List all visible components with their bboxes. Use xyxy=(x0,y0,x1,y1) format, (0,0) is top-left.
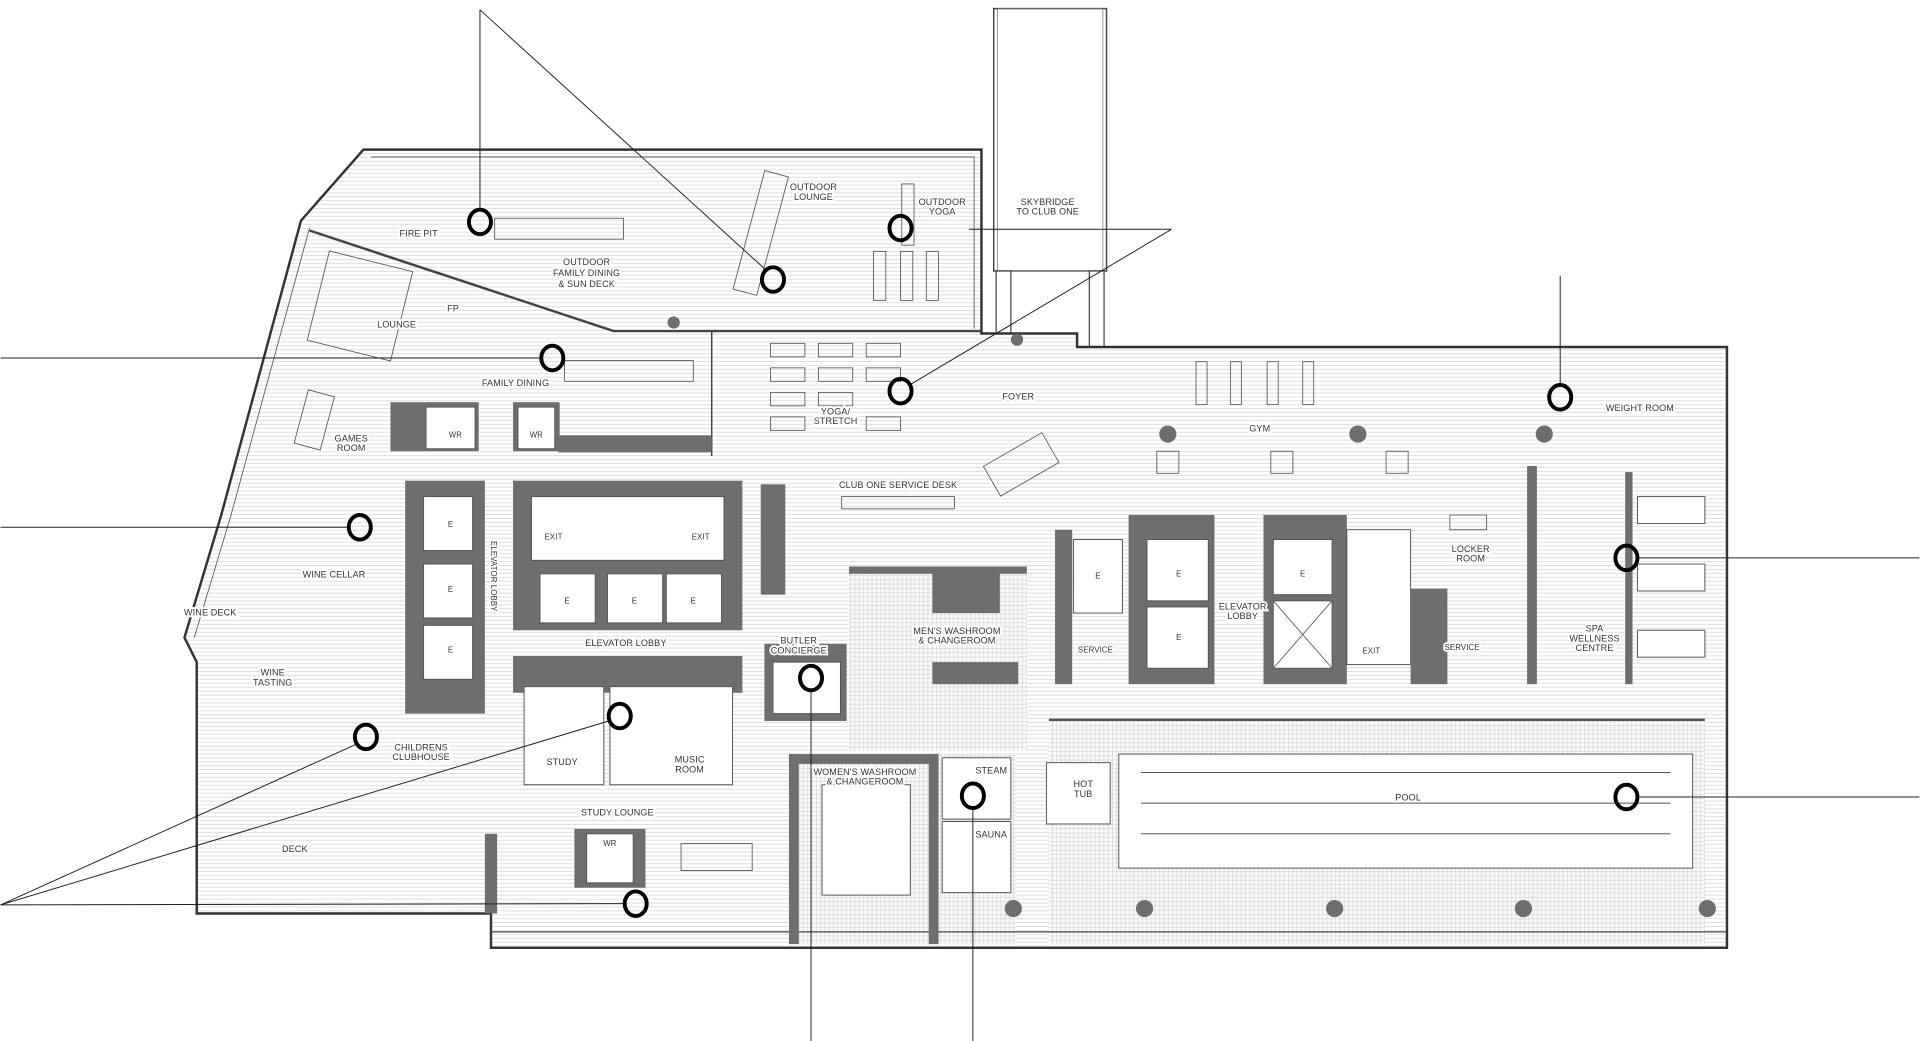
label-spa: CENTRE xyxy=(1576,643,1614,653)
pool-area xyxy=(1045,753,1694,869)
label-study: STUDY xyxy=(546,757,577,767)
viewpoint-marker-study-lounge[interactable] xyxy=(622,889,649,918)
viewpoint-marker-weight-room[interactable] xyxy=(1547,383,1574,412)
label-wine-tasting: TASTING xyxy=(253,677,292,687)
label-childrens-clubhouse: CHILDRENS xyxy=(394,742,447,752)
label-fire-pit: FIRE PIT xyxy=(400,229,439,239)
label-gym: GYM xyxy=(1249,424,1270,434)
label-games-room: GAMES xyxy=(335,433,368,443)
viewpoint-markers xyxy=(346,207,1640,918)
viewpoint-marker-outdoor-yoga[interactable] xyxy=(887,213,914,243)
label-skybridge: TO CLUB ONE xyxy=(1016,207,1079,217)
label-elevator: E xyxy=(1300,569,1305,578)
gym-equipment xyxy=(1156,361,1409,474)
label-butler-concierge: CONCIERGE xyxy=(771,646,827,656)
label-womens-washroom: WOMEN'S WASHROOM xyxy=(813,767,916,777)
viewpoint-marker-wine-cellar[interactable] xyxy=(346,513,373,542)
label-elevator-lobby-vertical: ELEVATOR LOBBY xyxy=(489,541,498,612)
label-mens-washroom: MEN'S WASHROOM xyxy=(913,626,1000,636)
label-elevator: E xyxy=(632,596,637,605)
label-outdoor-family-dining: OUTDOOR xyxy=(563,257,611,267)
label-club-one-service-desk: CLUB ONE SERVICE DESK xyxy=(839,480,957,490)
label-hot-tub: TUB xyxy=(1074,789,1093,799)
label-washroom: WR xyxy=(603,839,617,848)
label-foyer: FOYER xyxy=(1002,392,1034,402)
label-exit: EXIT xyxy=(692,533,710,542)
label-elevator: E xyxy=(564,596,569,605)
furniture xyxy=(293,170,1488,871)
label-washroom: WR xyxy=(530,431,544,440)
label-elevator: E xyxy=(448,520,453,529)
walls xyxy=(390,402,1706,945)
label-butler-concierge: BUTLER xyxy=(781,636,818,646)
label-spa: SPA xyxy=(1586,623,1605,633)
label-family-dining: FAMILY DINING xyxy=(482,378,549,388)
label-elevator: E xyxy=(448,645,453,654)
label-mens-washroom: & CHANGEROOM xyxy=(918,636,995,646)
label-outdoor-lounge: LOUNGE xyxy=(794,192,833,202)
label-steam: STEAM xyxy=(975,766,1007,776)
viewpoint-marker-pool[interactable] xyxy=(1613,782,1640,812)
label-yoga-stretch: STRETCH xyxy=(814,416,858,426)
label-fireplace: FP xyxy=(447,303,459,313)
label-locker-room: ROOM xyxy=(1456,554,1485,564)
label-wine-tasting: WINE xyxy=(261,668,285,678)
label-hot-tub: HOT xyxy=(1073,779,1093,789)
label-outdoor-yoga: YOGA xyxy=(929,207,957,217)
label-locker-room: LOCKER xyxy=(1452,544,1490,554)
label-womens-washroom: & CHANGEROOM xyxy=(826,777,903,787)
label-deck: DECK xyxy=(282,844,308,854)
label-service: SERVICE xyxy=(1078,645,1113,654)
label-weight-room: WEIGHT ROOM xyxy=(1606,403,1674,413)
label-washroom: WR xyxy=(449,431,463,440)
viewpoint-marker-outdoor-lounge[interactable] xyxy=(760,265,787,294)
label-music-room: MUSIC xyxy=(675,755,705,765)
label-elevator: E xyxy=(448,585,453,594)
label-elevator: E xyxy=(1176,633,1181,642)
viewpoint-marker-family-dining[interactable] xyxy=(539,343,566,373)
label-service: SERVICE xyxy=(1445,643,1480,652)
viewpoint-marker-clubhouse[interactable] xyxy=(352,722,379,752)
label-games-room: ROOM xyxy=(337,443,366,453)
label-elevator: E xyxy=(691,596,696,605)
label-elevator-lobby: ELEVATOR LOBBY xyxy=(585,638,666,648)
label-lounge: LOUNGE xyxy=(377,319,416,329)
viewpoint-marker-steam[interactable] xyxy=(959,781,986,810)
label-exit: EXIT xyxy=(545,533,563,542)
skybridge xyxy=(992,7,1108,348)
label-wine-cellar: WINE CELLAR xyxy=(303,570,366,580)
label-spa: WELLNESS xyxy=(1569,633,1619,643)
label-elevator: E xyxy=(1095,572,1100,581)
callout-lines xyxy=(0,9,1920,1041)
room-labels: FIRE PIT OUTDOOR FAMILY DINING & SUN DEC… xyxy=(182,180,1676,856)
viewpoint-marker-yoga[interactable] xyxy=(887,376,914,406)
label-childrens-clubhouse: CLUBHOUSE xyxy=(392,752,450,762)
label-outdoor-family-dining: & SUN DECK xyxy=(558,279,615,289)
label-outdoor-lounge: OUTDOOR xyxy=(790,182,838,192)
viewpoint-marker-music-room[interactable] xyxy=(606,701,633,731)
label-elevator-lobby-gym: ELEVATOR xyxy=(1219,601,1267,611)
viewpoint-marker-fire-pit[interactable] xyxy=(466,207,493,237)
label-pool: POOL xyxy=(1395,793,1421,803)
label-outdoor-family-dining: FAMILY DINING xyxy=(553,268,620,278)
label-wine-deck: WINE DECK xyxy=(184,608,236,618)
label-sauna: SAUNA xyxy=(975,829,1008,839)
columns xyxy=(667,316,1716,918)
label-study-lounge: STUDY LOUNGE xyxy=(581,807,654,817)
viewpoint-marker-spa[interactable] xyxy=(1613,543,1640,573)
label-exit: EXIT xyxy=(1362,647,1380,656)
label-yoga-stretch: YOGA/ xyxy=(821,406,851,416)
label-music-room: ROOM xyxy=(675,764,704,774)
yoga-mats xyxy=(770,342,901,431)
label-elevator: E xyxy=(1176,569,1181,578)
viewpoint-marker-concierge[interactable] xyxy=(798,663,825,693)
label-elevator-lobby-gym: LOBBY xyxy=(1227,611,1258,621)
label-skybridge: SKYBRIDGE xyxy=(1021,197,1075,207)
label-outdoor-yoga: OUTDOOR xyxy=(919,197,967,207)
